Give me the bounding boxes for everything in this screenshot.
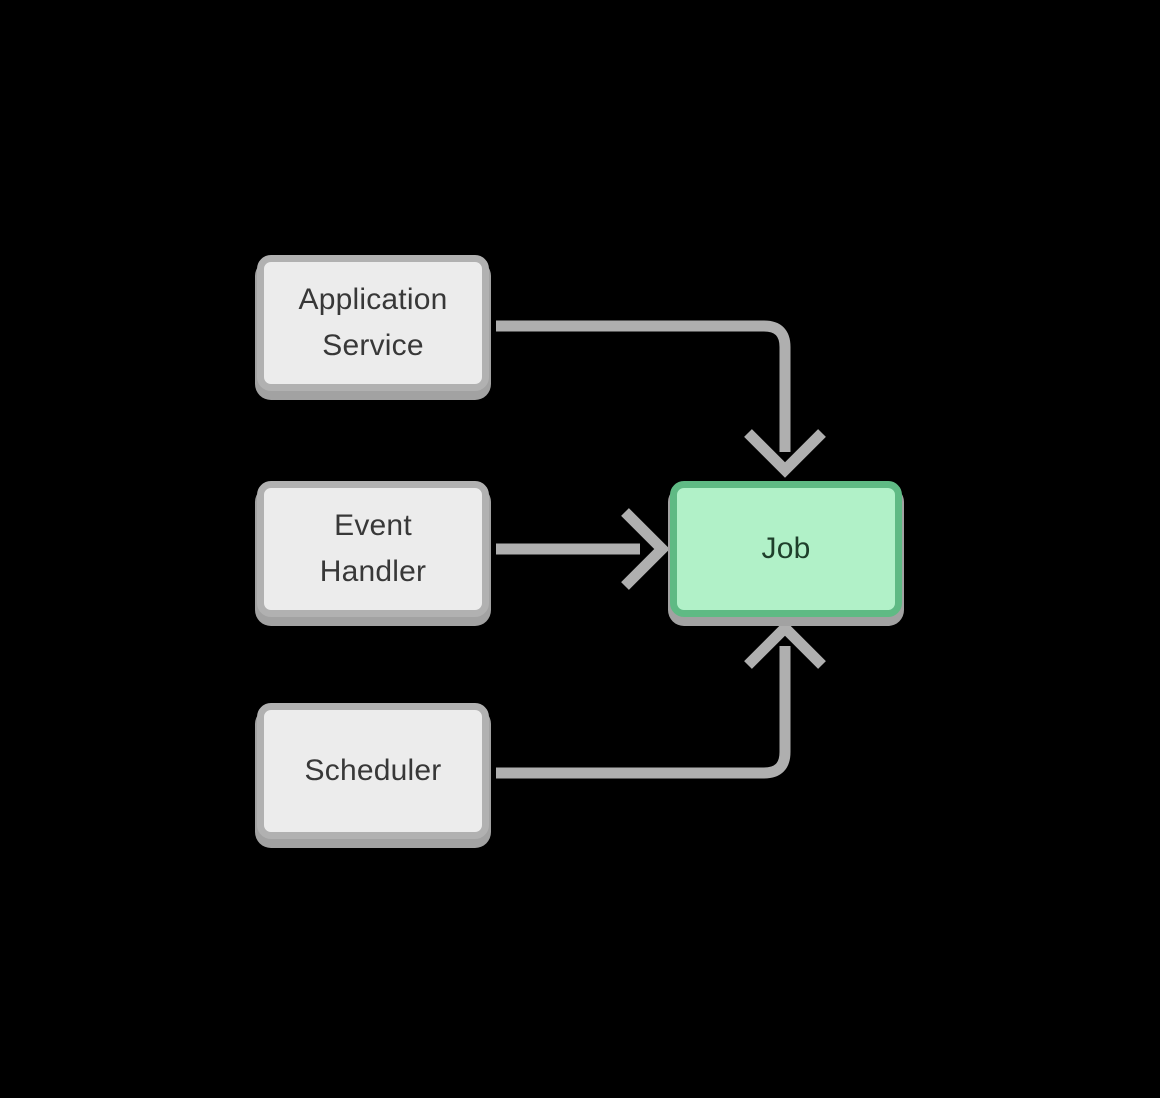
node-application-service-label: Application Service <box>298 283 448 362</box>
node-job: Job <box>670 481 902 617</box>
node-scheduler-label: Scheduler <box>304 754 442 787</box>
edge-application-service-shaft <box>496 320 791 452</box>
node-event-handler-label: Event Handler <box>319 509 427 588</box>
edge-scheduler-shaft <box>496 646 791 779</box>
edge-application-service-to-job <box>496 320 826 478</box>
node-event-handler: Event Handler <box>257 481 489 617</box>
arrowhead-down-icon <box>744 429 826 478</box>
node-scheduler: Scheduler <box>257 703 489 839</box>
arrowhead-right-icon <box>621 508 670 590</box>
edge-scheduler-to-job <box>496 620 826 779</box>
node-application-service: Application Service <box>257 255 489 391</box>
node-job-label: Job <box>761 532 811 565</box>
arrowhead-up-icon <box>744 620 826 669</box>
edge-event-handler-to-job <box>496 508 670 590</box>
